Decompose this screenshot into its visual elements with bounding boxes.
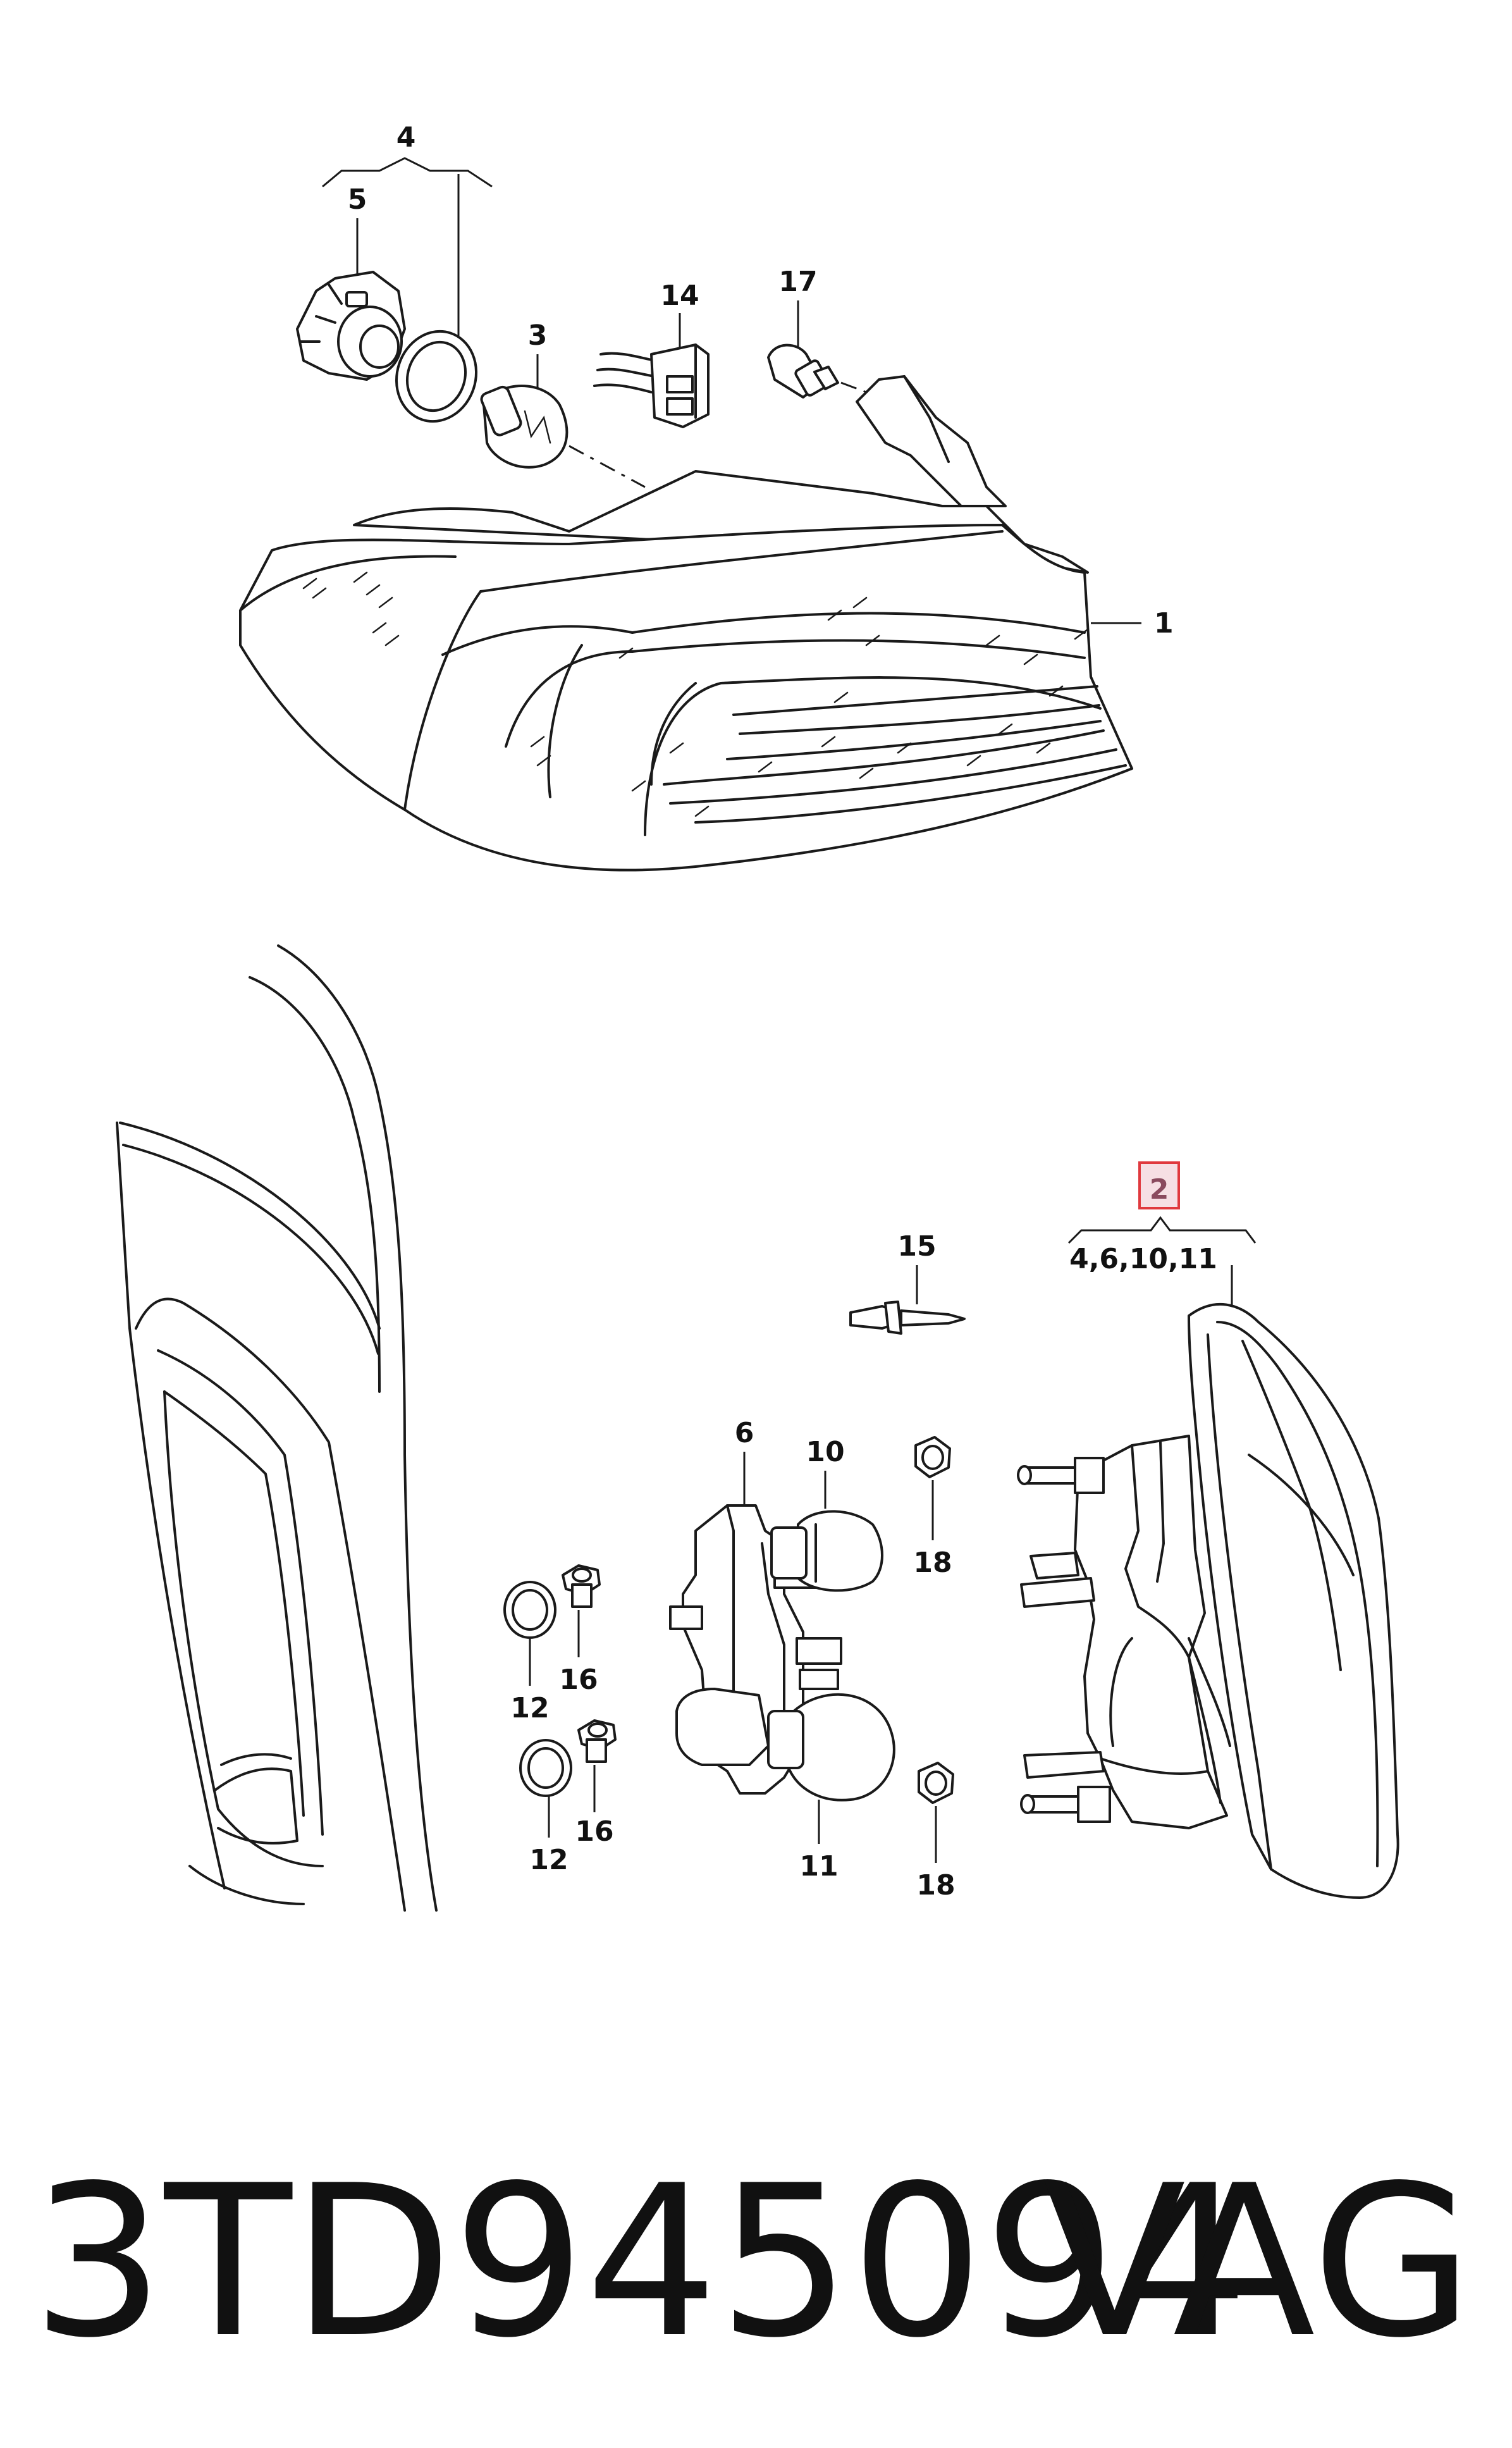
bracket-2 xyxy=(1067,1216,1257,1244)
nut-upper xyxy=(914,1436,951,1540)
brand-name: VAG xyxy=(1043,2141,1473,2383)
callout-12-lower: 12 xyxy=(529,1844,568,1876)
screw-upper xyxy=(562,1564,601,1657)
callout-17: 17 xyxy=(778,266,817,298)
bulb-10 xyxy=(770,1471,883,1592)
gasket-ring xyxy=(395,330,478,423)
car-body-outline xyxy=(116,944,438,1912)
footer: 3TD945094 VAG xyxy=(32,2141,1473,2383)
callout-18-lower: 18 xyxy=(916,1869,955,1901)
bulb-holder-socket xyxy=(296,218,406,381)
tail-light-inner xyxy=(1017,1216,1399,1899)
bulb-11 xyxy=(675,1688,895,1844)
callout-3: 3 xyxy=(528,319,548,352)
callout-labels: 1 2 3 4 5 6 10 11 12 12 14 15 16 16 17 1… xyxy=(348,121,1217,1901)
callout-11: 11 xyxy=(799,1850,838,1882)
callout-5: 5 xyxy=(348,183,367,216)
callout-15: 15 xyxy=(897,1230,936,1263)
top-assembly xyxy=(239,157,1141,872)
bracket-4 xyxy=(322,157,493,188)
callout-4: 4 xyxy=(396,121,416,154)
o-ring-upper xyxy=(503,1581,556,1686)
callout-2: 2 xyxy=(1150,1173,1169,1206)
callout-10: 10 xyxy=(806,1436,844,1468)
callout-18-upper: 18 xyxy=(913,1547,952,1579)
callout-2-highlight-box xyxy=(1138,1161,1180,1209)
callout-16-upper: 16 xyxy=(559,1664,598,1696)
callout-1: 1 xyxy=(1154,607,1174,640)
tail-light-housing xyxy=(239,375,1141,872)
part-number: 3TD945094 xyxy=(32,2141,1249,2383)
bottom-assembly xyxy=(116,944,1399,1912)
callout-14: 14 xyxy=(660,280,699,312)
o-ring-lower xyxy=(519,1739,572,1838)
wiring-connector xyxy=(593,313,710,428)
axis-line-17 xyxy=(840,381,867,393)
callout-group-2: 4,6,10,11 xyxy=(1069,1243,1217,1275)
axis-line-3 xyxy=(569,445,646,488)
callout-16-lower: 16 xyxy=(575,1815,613,1848)
bulb-3 xyxy=(480,354,569,469)
callout-12-upper: 12 xyxy=(510,1692,549,1724)
screw-lower xyxy=(577,1719,617,1812)
rivet xyxy=(849,1265,966,1335)
nut-lower xyxy=(918,1762,954,1863)
callout-6: 6 xyxy=(735,1417,754,1449)
small-bulb-17 xyxy=(767,300,839,399)
